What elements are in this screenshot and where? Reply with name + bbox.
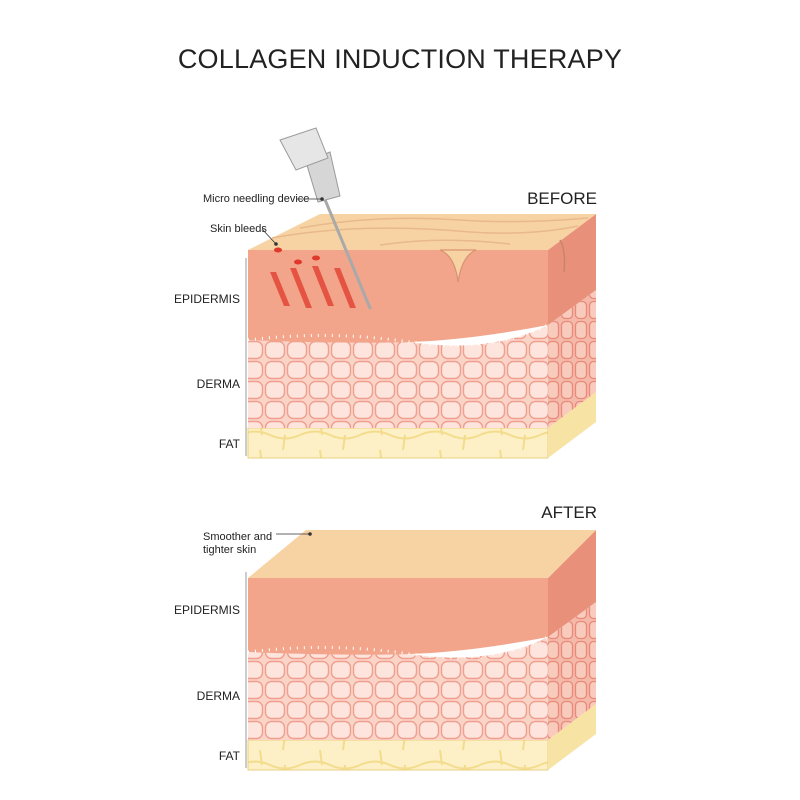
after-skin-block [245,530,596,771]
after-fat-layer [247,739,549,771]
before-heading: BEFORE [527,189,597,208]
before-fat-label: FAT [219,437,241,451]
skin-bleeds-label: Skin bleeds [210,223,267,235]
before-skin-block [245,127,596,459]
before-fat-layer [247,427,549,459]
after-derma-layer [248,637,548,740]
skin-bleed-dots [274,247,320,265]
before-epidermis-side [548,214,596,325]
after-skin-surface [248,530,596,578]
before-derma-side [548,290,596,428]
before-epidermis-layer [248,250,548,343]
after-epidermis-label: EPIDERMIS [174,603,240,617]
after-derma-side [548,602,596,740]
before-fat-side [548,392,596,458]
diagram-title: COLLAGEN INDUCTION THERAPY [177,44,623,74]
smoother-skin-label-line1: Smoother and [203,531,272,543]
after-fat-label: FAT [219,749,241,763]
before-epidermis-label: EPIDERMIS [174,292,240,306]
after-epidermis-side [548,530,596,637]
after-fat-side [548,704,596,770]
after-heading: AFTER [541,503,597,522]
smoother-skin-label-line2: tighter skin [203,544,256,556]
needle-puncture-trails [270,266,356,308]
wrinkle-crease [439,249,477,283]
micro-needling-device [279,127,372,310]
before-derma-label: DERMA [197,377,240,391]
after-epidermis-layer [248,578,548,655]
micro-needling-device-label: Micro needling device [203,193,309,205]
after-derma-label: DERMA [197,689,240,703]
before-derma-layer [248,325,548,428]
before-skin-surface [248,214,596,250]
